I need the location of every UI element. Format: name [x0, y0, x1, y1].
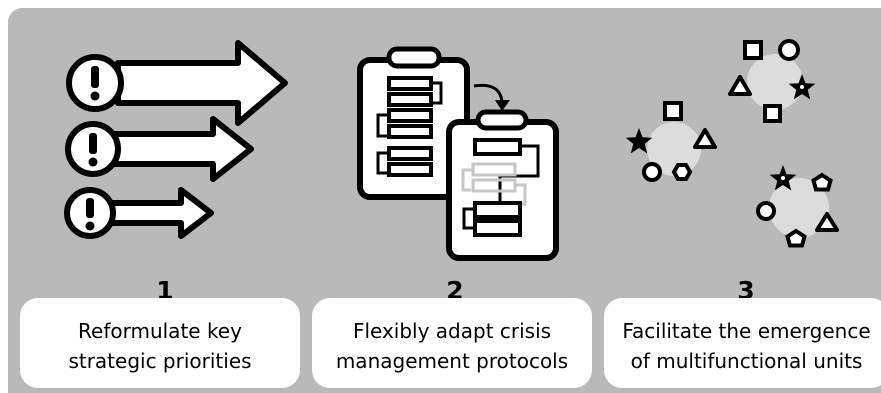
priority-arrow-small — [64, 187, 214, 239]
clipboard-back — [357, 46, 470, 200]
step-1-number: 1 — [156, 276, 174, 305]
priority-arrow-large — [66, 40, 288, 126]
step-3-number: 3 — [737, 276, 755, 305]
shape-cluster-left — [625, 101, 717, 182]
step-3-card: Facilitate the emergence of multifunctio… — [604, 298, 881, 388]
shape-cluster-top — [728, 39, 816, 123]
step-2-caption: Flexibly adapt crisis management protoco… — [335, 319, 569, 373]
step-2-number: 2 — [446, 276, 464, 305]
flow-arrow — [473, 83, 504, 103]
clipboard-flowcharts-icon — [357, 46, 559, 261]
shape-clusters-icon — [625, 39, 839, 248]
priority-arrow-medium — [65, 116, 254, 182]
step-2-card: Flexibly adapt crisis management protoco… — [312, 298, 592, 388]
diagram-panel: 1 2 3 Reformulate key strategic prioriti… — [8, 8, 881, 393]
step-1-card: Reformulate key strategic priorities — [20, 298, 300, 388]
priority-arrows-icon — [64, 40, 288, 239]
step-1-caption: Reformulate key strategic priorities — [68, 319, 252, 373]
step-3-caption: Facilitate the emergence of multifunctio… — [622, 319, 871, 373]
clipboard-front — [446, 109, 559, 261]
shape-cluster-bottom — [756, 165, 839, 248]
diagram-artwork — [64, 39, 839, 261]
